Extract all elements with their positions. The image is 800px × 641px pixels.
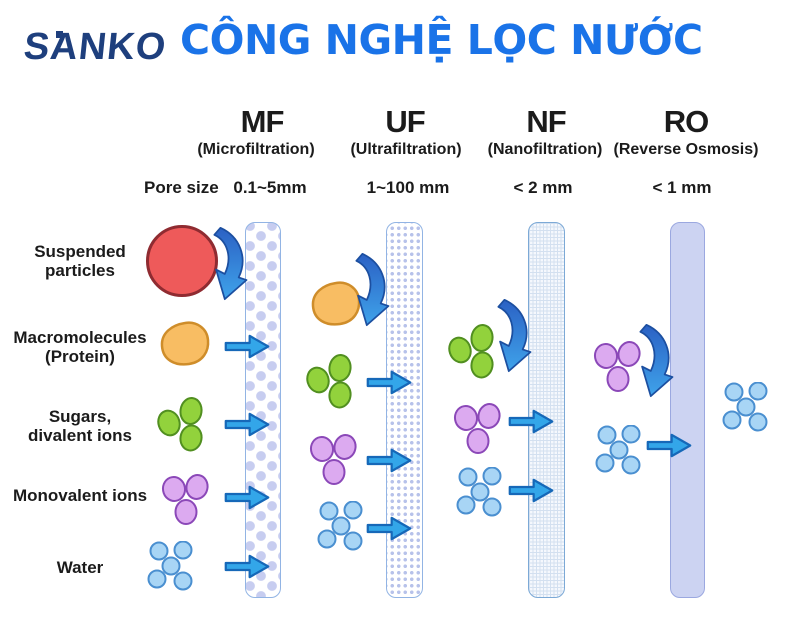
row-label-water: Water (4, 558, 156, 577)
row-label-monovalent-ions: Monovalent ions (4, 486, 156, 505)
row-label-sugars: Sugars, divalent ions (4, 407, 156, 445)
macromolecule-uf (311, 281, 361, 326)
pore-size-label: Pore size (144, 178, 219, 197)
pore-size-nf: < 2 mm (513, 178, 573, 197)
membrane-uf (386, 222, 423, 598)
sanko-logo: SANKO (22, 26, 169, 69)
column-header-uf: UF (385, 104, 425, 139)
monovalent-ions-ro (592, 339, 643, 392)
reject-arrow-ro (639, 323, 674, 398)
sugars-uf (303, 353, 354, 411)
membrane-ro (670, 222, 705, 598)
row-label-line: Macromolecules (13, 328, 147, 347)
pore-size-ro: < 1 mm (652, 178, 712, 197)
row-label-line: particles (45, 261, 115, 281)
row-label-line: divalent ions (28, 426, 132, 446)
membrane-mf (245, 222, 281, 598)
row-label-suspended-particles: Suspended particles (4, 242, 156, 280)
logo-text: SANKO (21, 26, 169, 68)
membrane-nf (528, 222, 565, 598)
logo-mark (56, 31, 63, 38)
monovalent-ions-mf (160, 472, 211, 525)
page-title: CÔNG NGHỆ LỌC NƯỚC (180, 16, 703, 64)
reject-arrow-mf (213, 226, 248, 301)
sugars-nf (445, 323, 496, 381)
column-subheader-ro: (Reverse Osmosis) (613, 141, 759, 158)
row-label-line: Suspended (34, 242, 126, 261)
row-label-macromolecules: Macromolecules (Protein) (4, 328, 156, 366)
macromolecule-mf (160, 321, 210, 366)
row-label-line: Monovalent ions (12, 486, 148, 505)
column-header-nf: NF (526, 104, 566, 139)
column-header-mf: MF (240, 104, 285, 139)
column-header-ro: RO (663, 104, 709, 139)
column-subheader-mf: (Microfiltration) (197, 141, 315, 158)
monovalent-ions-uf (308, 432, 359, 485)
reject-arrow-uf (355, 252, 390, 327)
water-ro-feed (595, 425, 641, 475)
row-label-line: (Protein) (45, 347, 115, 367)
water-ro-permeate (722, 382, 768, 432)
monovalent-ions-nf (452, 401, 503, 454)
water-uf (317, 501, 363, 551)
column-subheader-nf: (Nanofiltration) (487, 141, 603, 158)
row-label-line: Sugars, (48, 407, 112, 426)
reject-arrow-nf (497, 298, 532, 373)
suspended-particle-mf (146, 225, 218, 297)
column-subheader-uf: (Ultrafiltration) (350, 141, 462, 158)
pore-size-mf: 0.1~5mm (233, 178, 307, 197)
sugars-mf (154, 396, 205, 454)
row-label-line: Water (56, 558, 104, 577)
water-nf (456, 467, 502, 517)
pore-size-uf: 1~100 mm (366, 178, 450, 197)
